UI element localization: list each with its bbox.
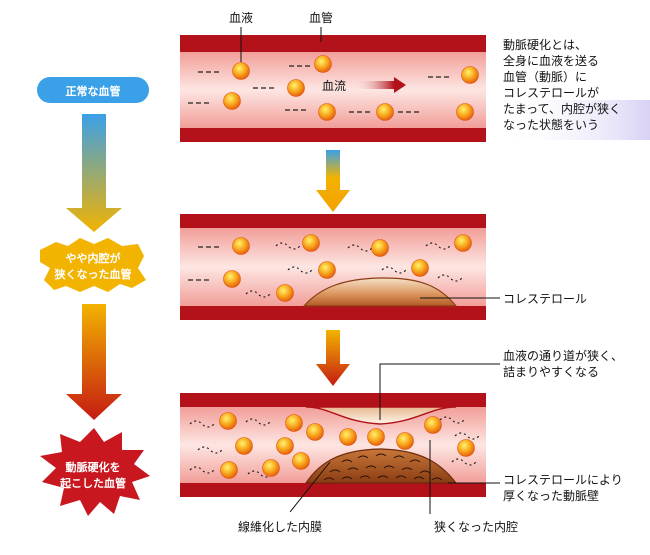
stage-narrowed-label-2: 狭くなった血管 bbox=[54, 267, 132, 281]
fibrous-intima-pointer bbox=[289, 461, 331, 513]
vessel-3-wall-bottom bbox=[180, 483, 486, 497]
stage-sclerosis-label-1: 動脈硬化を bbox=[66, 460, 121, 474]
definition-line-5: たまって、内腔が狭く bbox=[503, 101, 621, 116]
definition-block: 動脈硬化とは、 全身に血液を送る 血管（動脈）に コレステロールが たまって、内… bbox=[500, 38, 650, 140]
definition-highlight bbox=[500, 100, 650, 140]
vessel-3-top-narrowing bbox=[305, 406, 457, 425]
definition-line-6: なった状態をいう bbox=[503, 117, 599, 132]
thick-wall-label-2: 厚くなった動脈壁 bbox=[503, 488, 599, 503]
left-arrow-2 bbox=[66, 304, 122, 420]
narrow-path-pointer bbox=[379, 363, 500, 420]
narrow-lumen-label: 狭くなった内腔 bbox=[434, 519, 518, 534]
sclerosis-annotations: 血液の通り道が狭く、 詰まりやすくなる コレステロールにより 厚くなった動脈壁 … bbox=[238, 348, 623, 534]
stage-normal-label: 正常な血管 bbox=[66, 84, 121, 98]
top-labels: 血液 血管 bbox=[229, 10, 333, 62]
narrow-path-label-1: 血液の通り道が狭く、 bbox=[503, 348, 623, 363]
vessel-2-flow-dashes bbox=[188, 246, 222, 281]
vessel-narrowed bbox=[180, 214, 486, 320]
definition-line-1: 動脈硬化とは、 bbox=[503, 38, 587, 52]
vessel-1-wall-top bbox=[180, 35, 486, 52]
vessel-label: 血管 bbox=[309, 10, 333, 25]
vessel-3-plaque bbox=[304, 448, 458, 484]
stage-normal-badge bbox=[37, 77, 149, 103]
blood-flow-label: 血流 bbox=[322, 79, 346, 93]
definition-line-2: 全身に血液を送る bbox=[503, 53, 599, 68]
vessel-1-flow-dashes bbox=[188, 65, 452, 113]
vessel-1-wall-bottom bbox=[180, 128, 486, 142]
thick-wall-label-1: コレステロールにより bbox=[503, 473, 623, 487]
left-arrow-1 bbox=[66, 114, 122, 232]
middle-arrow-1 bbox=[316, 150, 350, 212]
vessel-2-wall-bottom bbox=[180, 306, 486, 320]
definition-line-4: コレステロールが bbox=[503, 85, 599, 100]
blood-flow-arrow: 血流 bbox=[322, 77, 406, 93]
stage-narrowed-badge bbox=[40, 238, 146, 292]
cholesterol-label: コレステロール bbox=[503, 292, 587, 306]
stage-sclerosis-badge bbox=[40, 428, 150, 516]
narrow-path-label-2: 詰まりやすくなる bbox=[503, 364, 599, 379]
vessel-normal: 血流 bbox=[180, 35, 486, 142]
vessel-3-wall-top bbox=[180, 393, 486, 407]
definition-line-3: 血管（動脈）に bbox=[503, 69, 587, 84]
vessel-3-fibers bbox=[323, 453, 443, 481]
vessel-2-wall-top bbox=[180, 214, 486, 228]
stage-sclerosis-label-2: 起こした血管 bbox=[59, 476, 126, 490]
stage-flow: 正常な血管 やや内腔が 狭くなった血管 動脈硬化を 起こした血管 bbox=[37, 77, 150, 516]
blood-label: 血液 bbox=[229, 10, 253, 25]
vessel-2-plaque bbox=[302, 277, 458, 307]
vessel-sclerosis bbox=[180, 393, 486, 497]
middle-arrow-2 bbox=[316, 330, 350, 386]
stage-narrowed-label-1: やや内腔が bbox=[66, 251, 121, 265]
fibrous-intima-label: 線維化した内膜 bbox=[238, 519, 322, 534]
